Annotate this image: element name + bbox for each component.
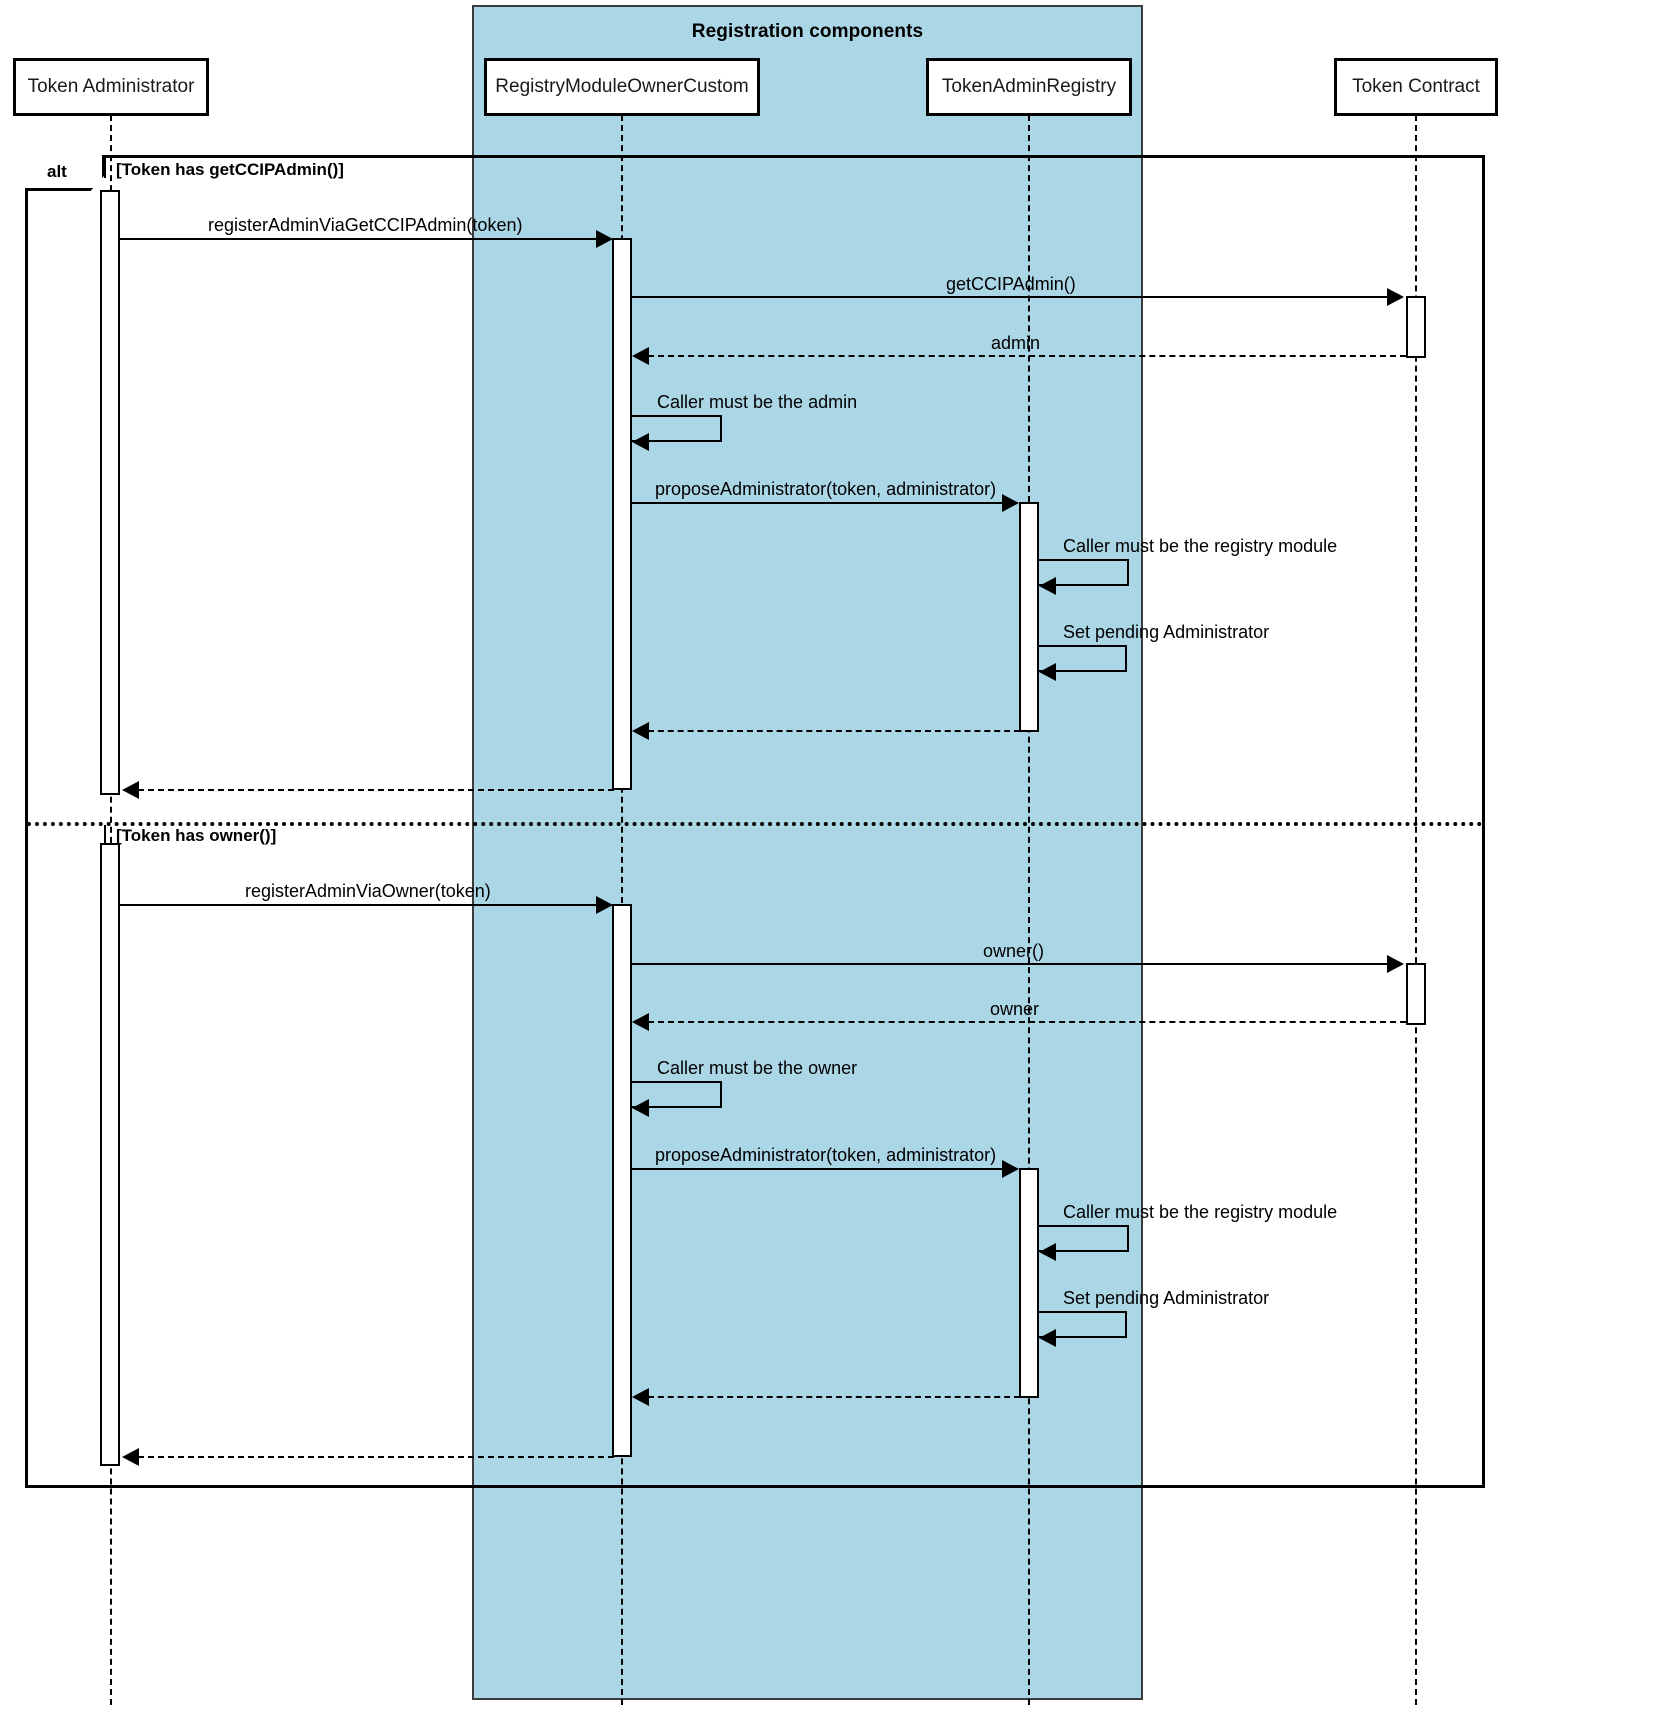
participant-token-admin-registry[interactable]: TokenAdminRegistry: [926, 58, 1132, 116]
activation-token-administrator-2: [100, 843, 120, 1466]
message-line-5: [632, 502, 1002, 504]
message-arrowhead-17: [632, 1388, 649, 1406]
participant-label: Token Administrator: [27, 76, 195, 97]
message-label-7: Set pending Administrator: [1063, 622, 1270, 642]
message-label-6: Caller must be the registry module: [1063, 536, 1338, 556]
message-label-1: registerAdminViaGetCCIPAdmin(token): [208, 215, 523, 235]
message-line-17: [648, 1396, 1020, 1398]
message-label-12: owner: [990, 999, 1040, 1019]
alt-guard-1: [Token has getCCIPAdmin()]: [116, 160, 344, 179]
alt-fragment-operator-tab: alt: [25, 155, 105, 191]
message-line-9: [138, 789, 614, 791]
group-box-title: Registration components: [691, 21, 924, 42]
self-message-loop-15: [1039, 1225, 1129, 1252]
message-arrowhead-15: [1039, 1243, 1056, 1261]
message-line-2: [632, 296, 1392, 298]
message-line-8: [648, 730, 1020, 732]
message-arrowhead-8: [632, 722, 649, 740]
message-arrowhead-12: [632, 1013, 649, 1031]
group-box-registration-components: [472, 5, 1143, 1700]
self-message-loop-13: [632, 1081, 722, 1108]
message-arrowhead-3: [632, 347, 649, 365]
activation-registry-module-2: [612, 904, 632, 1457]
message-arrowhead-16: [1039, 1329, 1056, 1347]
message-arrowhead-7: [1039, 663, 1056, 681]
message-line-11: [632, 963, 1392, 965]
message-label-15: Caller must be the registry module: [1063, 1202, 1338, 1222]
message-line-14: [632, 1168, 1002, 1170]
participant-label: TokenAdminRegistry: [941, 76, 1117, 97]
self-message-loop-6: [1039, 559, 1129, 586]
guard-tick-2: [104, 825, 106, 845]
activation-registry-module-1: [612, 238, 632, 790]
activation-token-administrator-1: [100, 190, 120, 795]
participant-label: RegistryModuleOwnerCustom: [495, 76, 749, 97]
message-line-10: [120, 904, 602, 906]
message-line-1: [120, 238, 602, 240]
message-label-13: Caller must be the owner: [657, 1058, 858, 1078]
message-label-14: proposeAdministrator(token, administrato…: [655, 1145, 997, 1165]
message-line-3: [648, 355, 1406, 357]
alt-fragment-divider: [27, 822, 1483, 826]
message-label-5: proposeAdministrator(token, administrato…: [655, 479, 997, 499]
message-line-18: [138, 1456, 614, 1458]
message-arrowhead-4: [632, 433, 649, 451]
message-label-11: owner(): [983, 941, 1045, 961]
message-label-10: registerAdminViaOwner(token): [245, 881, 491, 901]
self-message-loop-7: [1039, 645, 1127, 672]
activation-token-contract-2: [1406, 963, 1426, 1025]
message-arrowhead-10: [596, 896, 613, 914]
message-arrowhead-13: [632, 1099, 649, 1117]
self-message-loop-4: [632, 415, 722, 442]
message-arrowhead-2: [1387, 288, 1404, 306]
lifeline-token-admin-registry: [1028, 115, 1030, 1705]
message-arrowhead-6: [1039, 577, 1056, 595]
message-arrowhead-1: [596, 230, 613, 248]
message-arrowhead-14: [1002, 1160, 1019, 1178]
guard-tick-1: [104, 158, 106, 178]
message-label-16: Set pending Administrator: [1063, 1288, 1270, 1308]
alt-fragment-frame: [25, 155, 1485, 1488]
participant-label: Token Contract: [1352, 76, 1480, 97]
message-arrowhead-18: [122, 1448, 139, 1466]
participant-token-administrator[interactable]: Token Administrator: [13, 58, 209, 116]
message-label-4: Caller must be the admin: [657, 392, 858, 412]
lifeline-token-contract: [1415, 115, 1417, 1705]
activation-token-admin-registry-1: [1019, 502, 1039, 732]
message-line-12: [648, 1021, 1406, 1023]
message-arrowhead-5: [1002, 494, 1019, 512]
message-label-2: getCCIPAdmin(): [946, 274, 1076, 294]
participant-token-contract[interactable]: Token Contract: [1334, 58, 1498, 116]
message-label-3: admin: [991, 333, 1041, 353]
alt-guard-2: [Token has owner()]: [116, 826, 277, 845]
activation-token-admin-registry-2: [1019, 1168, 1039, 1398]
message-arrowhead-9: [122, 781, 139, 799]
participant-registry-module-owner-custom[interactable]: RegistryModuleOwnerCustom: [484, 58, 760, 116]
alt-operator-label: alt: [47, 161, 67, 181]
message-arrowhead-11: [1387, 955, 1404, 973]
activation-token-contract-1: [1406, 296, 1426, 358]
self-message-loop-16: [1039, 1311, 1127, 1338]
